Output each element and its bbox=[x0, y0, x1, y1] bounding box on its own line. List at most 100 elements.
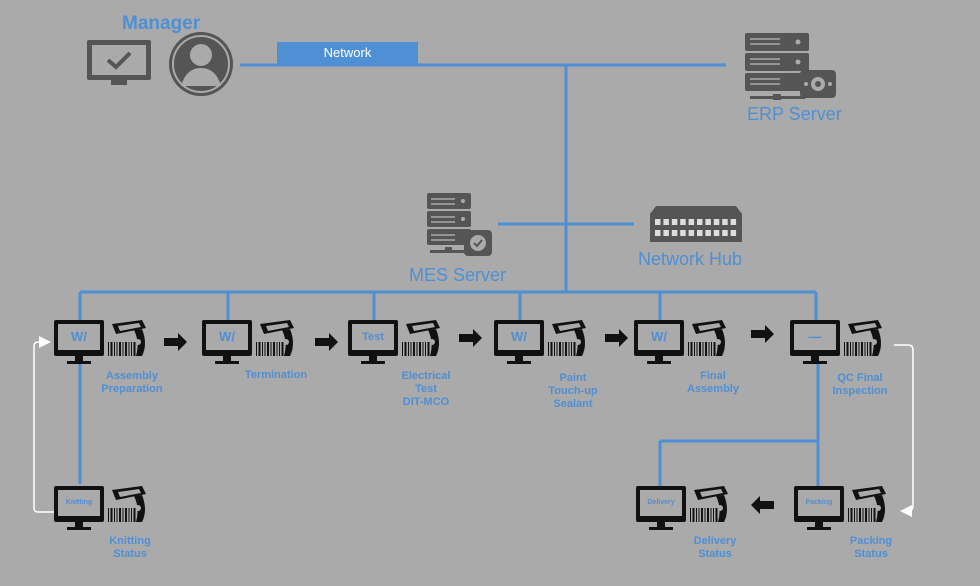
flow-arrow-6 bbox=[751, 496, 774, 514]
station-label-line: QC Final bbox=[837, 372, 883, 384]
monitor-icon bbox=[54, 320, 104, 364]
monitor-icon bbox=[634, 320, 684, 364]
monitor-icon bbox=[790, 320, 840, 364]
station-termination bbox=[202, 320, 294, 364]
barcode-scanner-icon bbox=[848, 486, 886, 522]
station-label-line: Preparation bbox=[101, 383, 163, 395]
screen-text-final-assembly: W/ bbox=[651, 329, 667, 344]
hub-port bbox=[705, 219, 711, 225]
flow-arrow-3 bbox=[459, 329, 482, 347]
barcode-scanner-icon bbox=[256, 320, 294, 356]
flow-arrow-1 bbox=[164, 333, 187, 351]
monitor-icon bbox=[54, 486, 104, 530]
monitor-icon bbox=[636, 486, 686, 530]
station-label-line: Knitting bbox=[109, 535, 151, 547]
station-label-line: Status bbox=[854, 548, 888, 560]
barcode-scanner-icon bbox=[108, 486, 146, 522]
station-assembly bbox=[54, 320, 146, 364]
barcode-scanner-icon bbox=[548, 320, 586, 356]
mes-server-icon bbox=[427, 193, 492, 256]
screen-text-electrical-test: Test bbox=[362, 331, 384, 343]
station-packing bbox=[794, 486, 886, 530]
screen-text-paint: W/ bbox=[511, 329, 527, 344]
station-label-line: Status bbox=[698, 548, 732, 560]
hub-port bbox=[722, 219, 728, 225]
hub-port bbox=[680, 219, 686, 225]
manager-avatar-icon bbox=[169, 32, 233, 96]
hub-port bbox=[663, 219, 669, 225]
screen-text-assembly: W/ bbox=[71, 329, 87, 344]
screen-text-knitting: Knitting bbox=[65, 499, 93, 506]
hub-port bbox=[655, 230, 661, 236]
hub-port bbox=[688, 219, 695, 225]
monitor-icon bbox=[794, 486, 844, 530]
barcode-scanner-icon bbox=[402, 320, 440, 356]
station-delivery bbox=[636, 486, 728, 530]
station-knitting bbox=[54, 486, 146, 530]
station-qc-final bbox=[790, 320, 882, 364]
network-lines bbox=[78, 63, 820, 486]
screen-text-qc-final: — bbox=[808, 329, 822, 344]
hub-port bbox=[671, 219, 678, 225]
flow-arrows bbox=[164, 325, 774, 514]
flow-arrow-4 bbox=[605, 329, 628, 347]
flow-arrow-2 bbox=[315, 333, 338, 351]
station-label-line: DIT-MCO bbox=[402, 396, 450, 408]
station-label-line: Delivery bbox=[693, 535, 737, 547]
station-final-assembly bbox=[634, 320, 726, 364]
station-label-line: Paint bbox=[559, 372, 587, 384]
qc-to-packing-arrow bbox=[894, 344, 914, 517]
station-paint bbox=[494, 320, 586, 364]
station-label-line: Electrical bbox=[401, 370, 451, 382]
barcode-scanner-icon bbox=[690, 486, 728, 522]
station-label-line: Assembly bbox=[687, 383, 739, 395]
station-electrical-test bbox=[348, 320, 440, 364]
knitting-return-arrow bbox=[33, 336, 54, 513]
station-label-line: Final bbox=[700, 370, 726, 382]
monitor-icon bbox=[202, 320, 252, 364]
station-label-line: Termination bbox=[244, 369, 308, 381]
station-label-line: Touch-up bbox=[548, 385, 598, 397]
flow-arrow-5 bbox=[751, 325, 774, 343]
screen-text-termination: W/ bbox=[219, 329, 235, 344]
hub-port bbox=[688, 230, 695, 236]
hub-port bbox=[713, 219, 720, 225]
erp-server-label: ERP Server bbox=[747, 104, 842, 124]
monitor-icon bbox=[494, 320, 544, 364]
barcode-scanner-icon bbox=[844, 320, 882, 356]
station-label-line: Status bbox=[113, 548, 147, 560]
network-hub-icon bbox=[650, 206, 742, 242]
hub-port bbox=[697, 219, 703, 225]
hub-port bbox=[730, 230, 737, 236]
network-label: Network bbox=[277, 42, 418, 64]
erp-server-icon bbox=[745, 33, 836, 100]
manager-title: Manager bbox=[122, 13, 201, 34]
loop-arrows bbox=[33, 336, 914, 517]
hub-port bbox=[713, 230, 720, 236]
screen-text-packing: Packing bbox=[805, 499, 833, 506]
hub-port bbox=[705, 230, 711, 236]
screen-text-delivery: Delivery bbox=[647, 499, 675, 506]
station-label-line: Sealant bbox=[553, 398, 593, 410]
station-label-line: Packing bbox=[849, 535, 893, 547]
mes-server-label: MES Server bbox=[409, 265, 507, 285]
hub-port bbox=[680, 230, 686, 236]
station-group bbox=[54, 320, 886, 530]
network-hub-label: Network Hub bbox=[638, 249, 743, 269]
hub-port bbox=[730, 219, 737, 225]
barcode-scanner-icon bbox=[688, 320, 726, 356]
hub-port bbox=[655, 219, 661, 225]
monitor-icon bbox=[348, 320, 398, 364]
station-label-termination: Termination bbox=[226, 369, 326, 382]
station-label-line: Assembly bbox=[106, 370, 158, 382]
